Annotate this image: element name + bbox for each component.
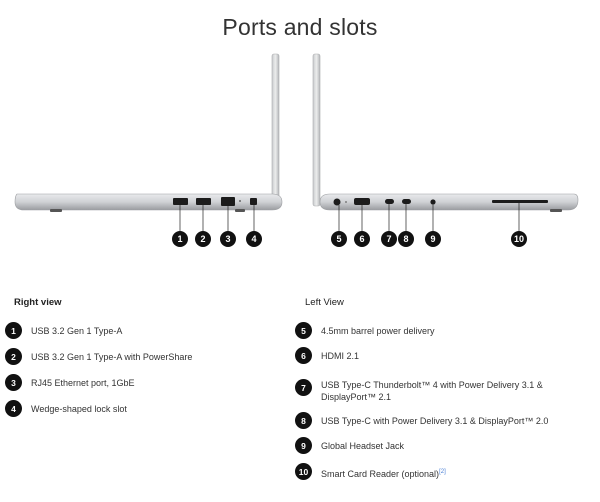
svg-text:3: 3 [225, 234, 230, 244]
left-view-laptop [312, 53, 579, 239]
callout-10: 10 [511, 231, 527, 247]
port-label: Wedge-shaped lock slot [31, 404, 127, 414]
callout-8: 8 [398, 231, 414, 247]
callout-7: 7 [381, 231, 397, 247]
callout-badge: 10 [295, 463, 312, 480]
callout-5: 5 [331, 231, 347, 247]
svg-text:4: 4 [251, 234, 256, 244]
port-label: HDMI 2.1 [321, 351, 360, 361]
svg-text:9: 9 [430, 234, 435, 244]
callout-9: 9 [425, 231, 441, 247]
port-label: USB 3.2 Gen 1 Type-A [31, 326, 123, 336]
svg-text:6: 6 [359, 234, 364, 244]
svg-text:7: 7 [386, 234, 391, 244]
svg-text:8: 8 [403, 234, 408, 244]
svg-text:5: 5 [336, 234, 341, 244]
callout-badge: 7 [295, 379, 312, 396]
callout-badge: 6 [295, 347, 312, 364]
callout-badge: 2 [5, 348, 22, 365]
port-label: RJ45 Ethernet port, 1GbE [31, 378, 135, 388]
svg-text:1: 1 [177, 234, 182, 244]
callout-4: 4 [246, 231, 262, 247]
left-view-heading: Left View [305, 297, 344, 308]
page-title: Ports and slots [222, 14, 378, 40]
svg-text:10: 10 [514, 234, 524, 244]
port-label: USB Type-C with Power Delivery 3.1 & Dis… [321, 416, 549, 426]
right-view-heading: Right view [14, 297, 62, 308]
callout-badge: 3 [5, 374, 22, 391]
footnote-link[interactable]: [2] [439, 469, 446, 475]
callout-3: 3 [220, 231, 236, 247]
callout-2: 2 [195, 231, 211, 247]
svg-text:2: 2 [200, 234, 205, 244]
callout-badge: 8 [295, 412, 312, 429]
callout-badge: 5 [295, 322, 312, 339]
port-label: Smart Card Reader (optional)[2] [321, 469, 446, 479]
callout-badge: 1 [5, 322, 22, 339]
port-label: Global Headset Jack [321, 441, 405, 451]
right-view-laptop [14, 53, 283, 239]
callout-6: 6 [354, 231, 370, 247]
port-label: USB 3.2 Gen 1 Type-A with PowerShare [31, 352, 193, 362]
port-label: USB Type-C Thunderbolt™ 4 with Power Del… [321, 380, 543, 402]
port-label: 4.5mm barrel power delivery [321, 326, 435, 336]
callout-1: 1 [172, 231, 188, 247]
callout-badge: 4 [5, 400, 22, 417]
laptop-side-views-illustration: 1 2 3 4 5 6 7 8 9 10 [14, 53, 579, 247]
callout-badge: 9 [295, 437, 312, 454]
